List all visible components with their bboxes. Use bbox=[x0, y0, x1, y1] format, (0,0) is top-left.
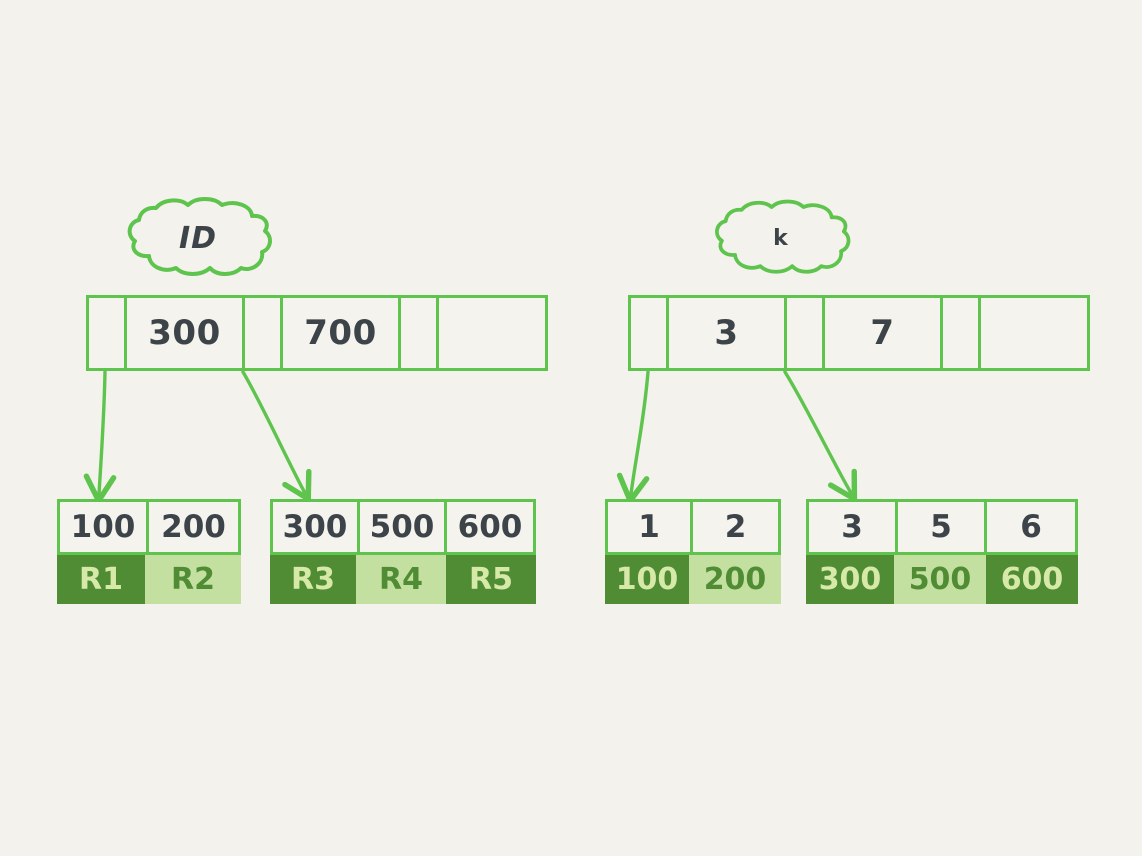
cloud-bubble-icon bbox=[127, 197, 272, 276]
left-leaf-1-value-0: R1 bbox=[57, 555, 145, 604]
right-leaf-1-values: 100 200 bbox=[605, 555, 781, 604]
arrow-left-root-to-leaf2 bbox=[241, 370, 312, 502]
left-leaf-1-value-1: R2 bbox=[145, 555, 241, 604]
cloud-label-id: ID bbox=[118, 196, 278, 280]
left-leaf-1-keys: 100 200 bbox=[57, 499, 241, 555]
left-leaf-2-key-0: 300 bbox=[273, 502, 361, 552]
right-root-key-0: 3 bbox=[669, 298, 787, 368]
left-leaf-node-2: 300 500 600 R3 R4 R5 bbox=[270, 499, 536, 604]
left-root-key-0: 300 bbox=[127, 298, 245, 368]
arrow-left-root-to-leaf1 bbox=[83, 370, 117, 504]
left-leaf-1-key-0: 100 bbox=[60, 502, 150, 552]
right-leaf-2-key-0: 3 bbox=[809, 502, 899, 552]
right-root-key-1: 7 bbox=[825, 298, 943, 368]
right-leaf-2-values: 300 500 600 bbox=[806, 555, 1078, 604]
left-root-pointer-2[interactable] bbox=[401, 298, 439, 368]
right-leaf-2-value-2: 600 bbox=[986, 555, 1078, 604]
left-leaf-2-values: R3 R4 R5 bbox=[270, 555, 536, 604]
cloud-label-k: k bbox=[706, 198, 856, 278]
left-leaf-2-key-1: 500 bbox=[360, 502, 448, 552]
right-leaf-2-key-2: 6 bbox=[1020, 509, 1042, 545]
left-leaf-1-key-1: 200 bbox=[161, 509, 226, 545]
arrow-right-root-to-leaf2 bbox=[783, 370, 858, 502]
left-leaf-1-values: R1 R2 bbox=[57, 555, 241, 604]
left-leaf-node-1: 100 200 R1 R2 bbox=[57, 499, 241, 604]
right-root-pointer-1[interactable] bbox=[787, 298, 825, 368]
right-leaf-1-key-0: 1 bbox=[608, 502, 694, 552]
right-root-empty-slot bbox=[981, 298, 1087, 368]
right-leaf-1-key-1: 2 bbox=[724, 509, 747, 545]
left-leaf-2-keys: 300 500 600 bbox=[270, 499, 536, 555]
right-leaf-2-value-0: 300 bbox=[806, 555, 894, 604]
left-root-pointer-0[interactable] bbox=[89, 298, 127, 368]
right-leaf-2-key-1: 5 bbox=[898, 502, 988, 552]
right-leaf-node-2: 3 5 6 300 500 600 bbox=[806, 499, 1078, 604]
left-root-pointer-1[interactable] bbox=[245, 298, 283, 368]
right-leaf-node-1: 1 2 100 200 bbox=[605, 499, 781, 604]
right-root-pointer-2[interactable] bbox=[943, 298, 981, 368]
left-leaf-2-value-0: R3 bbox=[270, 555, 356, 604]
right-leaf-1-keys: 1 2 bbox=[605, 499, 781, 555]
right-leaf-2-keys: 3 5 6 bbox=[806, 499, 1078, 555]
left-leaf-2-key-2: 600 bbox=[457, 509, 523, 545]
arrow-right-root-to-leaf1 bbox=[616, 370, 650, 504]
cloud-bubble-icon bbox=[715, 199, 851, 274]
right-leaf-2-value-1: 500 bbox=[894, 555, 986, 604]
right-root-node: 3 7 bbox=[628, 295, 1090, 371]
left-root-key-1: 700 bbox=[283, 298, 401, 368]
left-root-empty-slot bbox=[439, 298, 545, 368]
cloud-label-id-text: ID bbox=[178, 220, 218, 256]
right-leaf-1-value-0: 100 bbox=[605, 555, 689, 604]
right-root-pointer-0[interactable] bbox=[631, 298, 669, 368]
right-leaf-1-value-1: 200 bbox=[689, 555, 781, 604]
left-root-node: 300 700 bbox=[86, 295, 548, 371]
left-leaf-2-value-1: R4 bbox=[356, 555, 446, 604]
left-leaf-2-value-2: R5 bbox=[446, 555, 536, 604]
cloud-label-k-text: k bbox=[773, 225, 789, 251]
